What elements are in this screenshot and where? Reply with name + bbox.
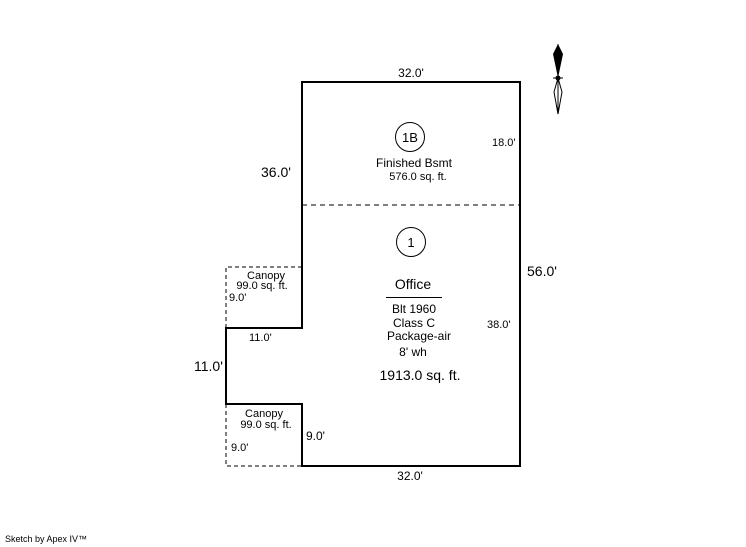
- dim-notch-bottom: 9.0': [306, 429, 325, 443]
- area-badge-1: 1: [396, 227, 426, 257]
- canopy-bottom-outline: [225, 404, 302, 467]
- north-arrow-icon: [553, 44, 563, 115]
- sketch-credit: Sketch by Apex IV™: [5, 534, 88, 544]
- name-underline: [386, 297, 442, 298]
- lower-area-name: Office: [394, 276, 432, 292]
- canopy-bottom-name: Canopy: [245, 408, 283, 420]
- building-outline: [225, 81, 521, 467]
- canopy-bottom-dim: 9.0': [231, 442, 249, 454]
- dim-notch-top: 11.0': [249, 332, 272, 344]
- area-badge-1b-label: 1B: [402, 129, 418, 145]
- dim-bottom: 32.0': [397, 469, 423, 483]
- dim-notch-left: 11.0': [194, 358, 223, 374]
- detail-hvac: Package-air: [386, 329, 452, 343]
- canopy-top-area: 99.0 sq. ft.: [236, 280, 288, 292]
- dim-top: 32.0': [398, 66, 424, 80]
- dim-right-upper: 18.0': [492, 137, 516, 149]
- canopy-bottom-area: 99.0 sq. ft.: [240, 419, 292, 431]
- detail-class: Class C: [392, 316, 436, 330]
- canopy-top-dim: 9.0': [229, 292, 247, 304]
- detail-wall-height: 8' wh: [399, 345, 427, 359]
- upper-area-size: 576.0 sq. ft.: [389, 171, 447, 183]
- area-badge-1-label: 1: [407, 234, 415, 250]
- dim-right-total: 56.0': [527, 263, 557, 279]
- dim-left-upper: 36.0': [261, 164, 291, 180]
- canopy-top-name: Canopy: [247, 270, 285, 282]
- detail-built: Blt 1960: [391, 302, 437, 316]
- lower-area-size: 1913.0 sq. ft.: [379, 367, 461, 383]
- dim-right-lower: 38.0': [487, 319, 511, 331]
- area-badge-1b: 1B: [395, 122, 425, 152]
- upper-area-name: Finished Bsmt: [375, 156, 453, 170]
